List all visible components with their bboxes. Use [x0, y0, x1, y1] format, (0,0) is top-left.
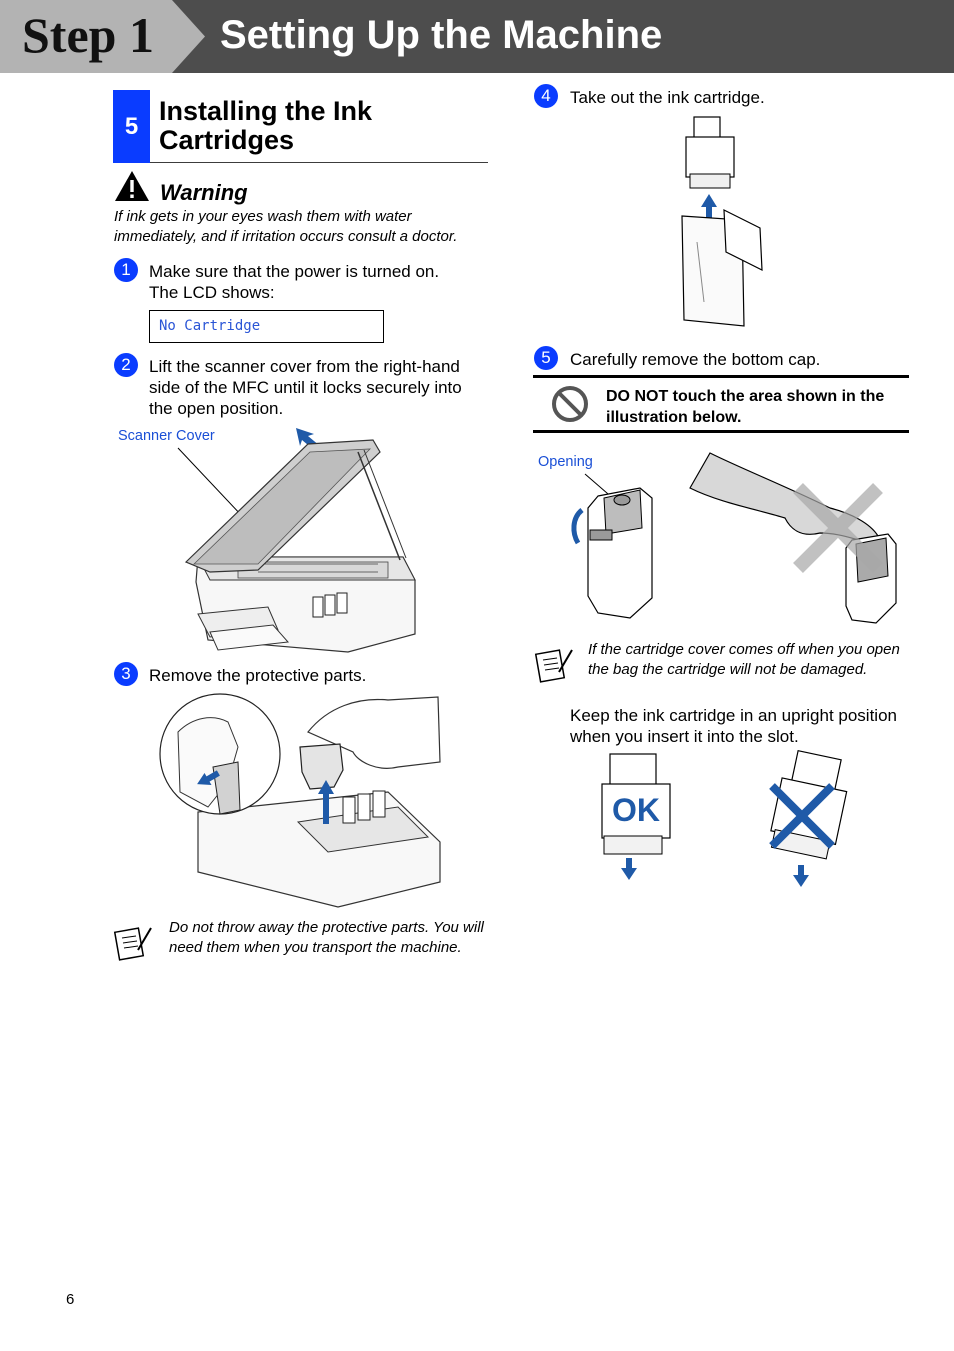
ink-cartridge-bag-illustration	[681, 116, 763, 327]
caution-box	[533, 375, 909, 433]
mfc-scanner-open-illustration	[177, 428, 416, 653]
warning-title: Warning	[160, 180, 248, 205]
step-4-text: Take out the ink cartridge.	[570, 88, 765, 107]
step-3-text: Remove the protective parts.	[149, 666, 367, 685]
step-1-line-1: Make sure that the power is turned on.	[149, 262, 440, 281]
section-number: 5	[113, 90, 150, 163]
step-2-bullet: 2	[114, 353, 138, 377]
note-pad-icon	[534, 649, 573, 683]
page-title: Setting Up the Machine	[220, 13, 663, 57]
cross-mark-icon	[793, 483, 883, 573]
step-2-text: Lift the scanner cover from the right-ha…	[149, 357, 462, 418]
warning-text: If ink gets in your eyes wash them with …	[114, 208, 458, 245]
note-pad-icon	[113, 927, 152, 961]
upright-instruction: Keep the ink cartridge in an upright pos…	[570, 706, 897, 746]
step-label: Step 1	[22, 7, 154, 63]
warning-triangle-icon	[115, 171, 149, 201]
section-rule	[150, 162, 488, 163]
step-3-bullet: 3	[114, 662, 138, 686]
step-5-text: Carefully remove the bottom cap.	[570, 350, 821, 369]
cartridge-tilted-wrong-illustration	[769, 749, 848, 887]
section-title: Installing the Ink Cartridges	[159, 96, 373, 155]
step-4-bullet: 4	[534, 84, 558, 108]
arrow-left-icon	[197, 770, 220, 786]
note-cartridge-cover: If the cartridge cover comes off when yo…	[588, 641, 900, 678]
protective-parts-illustration	[159, 693, 441, 908]
arrow-up-icon	[318, 780, 334, 824]
arrow-up-icon	[701, 194, 717, 218]
arrow-down-icon	[793, 865, 809, 887]
bottom-cap-illustration	[571, 452, 897, 624]
page-number: 6	[66, 1291, 75, 1308]
opening-callout: Opening	[538, 454, 593, 470]
step-5-bullet: 5	[534, 346, 558, 370]
caution-text: DO NOT touch the area shown in the illus…	[606, 388, 885, 426]
step-1-line-2: The LCD shows:	[149, 283, 275, 302]
ok-label: OK	[612, 792, 660, 828]
page-header: Step 1 Setting Up the Machine	[0, 0, 954, 73]
lcd-display: No Cartridge	[149, 310, 384, 343]
step-tab-shape	[0, 0, 205, 73]
prohibition-icon	[552, 386, 588, 422]
step-1-bullet: 1	[114, 258, 138, 282]
step-1-text: Make sure that the power is turned on. T…	[149, 261, 489, 303]
cross-mark-icon	[769, 783, 835, 849]
cartridge-upright-ok-illustration	[601, 753, 671, 880]
scanner-cover-callout: Scanner Cover	[118, 428, 215, 444]
curved-arrow-icon	[571, 508, 584, 545]
note-protective-parts: Do not throw away the protective parts. …	[169, 919, 484, 956]
arrow-down-icon	[621, 858, 637, 880]
